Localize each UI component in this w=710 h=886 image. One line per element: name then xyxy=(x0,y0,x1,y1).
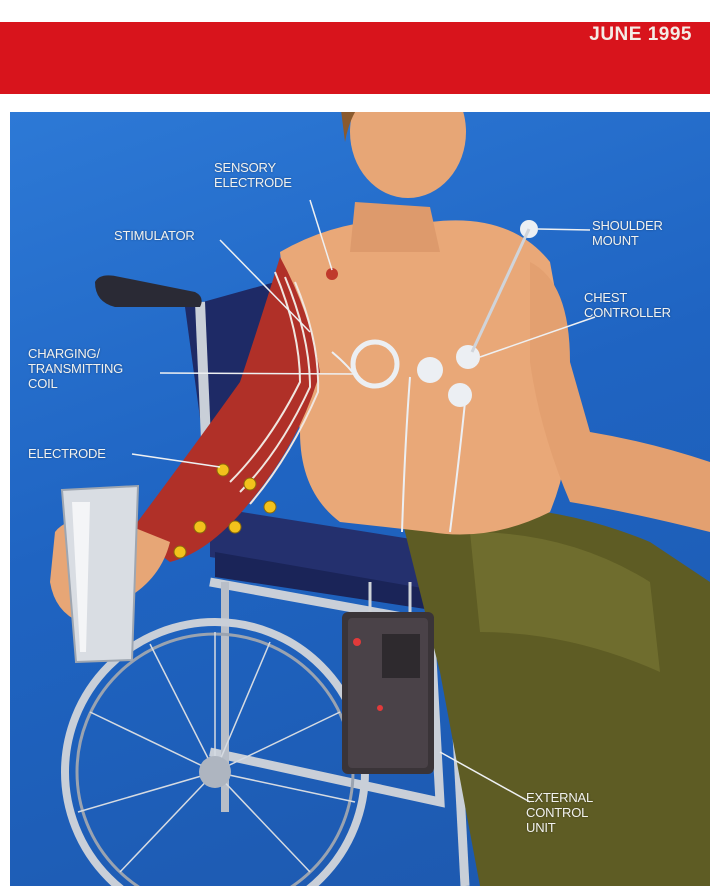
label-chest-controller: CHEST CONTROLLER xyxy=(584,290,671,320)
label-charging-transmitting-coil: CHARGING/ TRANSMITTING COIL xyxy=(28,346,123,391)
label-sensory-electrode: SENSORY ELECTRODE xyxy=(214,160,292,190)
label-shoulder-mount: SHOULDER MOUNT xyxy=(592,218,663,248)
head xyxy=(340,112,480,198)
glass xyxy=(62,486,138,662)
label-electrode: ELECTRODE xyxy=(28,446,106,461)
issue-date: JUNE 1995 xyxy=(589,24,692,46)
label-external-control-unit: EXTERNAL CONTROL UNIT xyxy=(526,790,593,835)
torso xyxy=(280,202,710,535)
label-stimulator: STIMULATOR xyxy=(114,228,195,243)
